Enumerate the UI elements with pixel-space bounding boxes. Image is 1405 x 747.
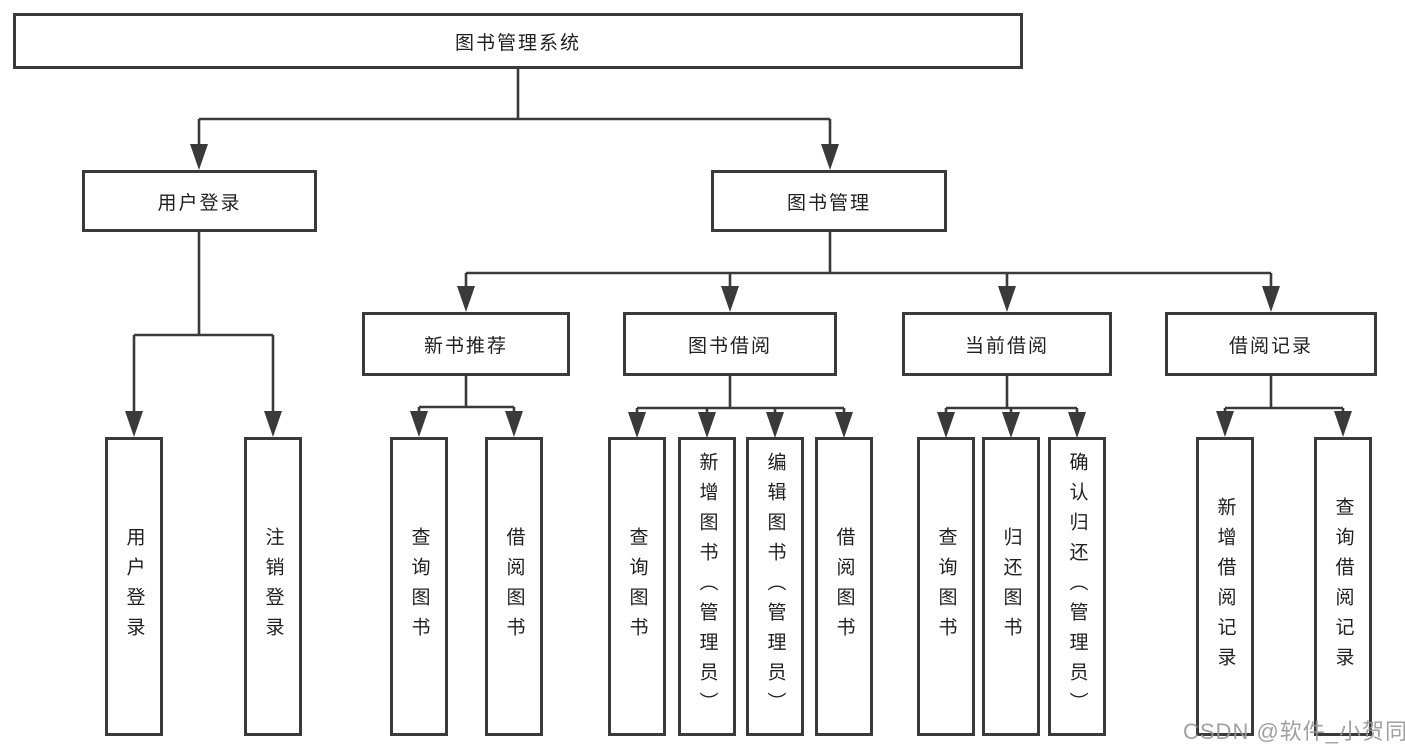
node-root: 图书管理系统 [13, 13, 1023, 69]
node-borrow-record: 借阅记录 [1165, 312, 1377, 376]
node-book-borrow: 图书借阅 [623, 312, 837, 376]
leaf-new-query-book: 查询图书 [390, 437, 448, 736]
leaf-record-add-borrow-record: 新增借阅记录 [1196, 437, 1254, 736]
leaf-borrow-query-book: 查询图书 [608, 437, 666, 736]
leaf-logout: 注销登录 [244, 437, 302, 736]
leaf-current-query-book: 查询图书 [917, 437, 975, 736]
node-new-book-recommend: 新书推荐 [362, 312, 570, 376]
leaf-borrow-edit-book-admin: 编辑图书（管理员） [746, 437, 804, 736]
node-user-login: 用户登录 [82, 170, 317, 232]
leaf-borrow-borrow-book: 借阅图书 [815, 437, 873, 736]
leaf-current-return-book: 归还图书 [982, 437, 1040, 736]
node-book-management: 图书管理 [711, 170, 947, 232]
leaf-current-confirm-return-admin: 确认归还（管理员） [1048, 437, 1106, 736]
leaf-user-login: 用户登录 [105, 437, 163, 736]
leaf-new-borrow-book: 借阅图书 [485, 437, 543, 736]
leaf-borrow-add-book-admin: 新增图书（管理员） [678, 437, 736, 736]
watermark: CSDN @软件_小贺同学 [1183, 719, 1405, 744]
node-current-borrow: 当前借阅 [902, 312, 1112, 376]
leaf-record-query-borrow-record: 查询借阅记录 [1314, 437, 1372, 736]
